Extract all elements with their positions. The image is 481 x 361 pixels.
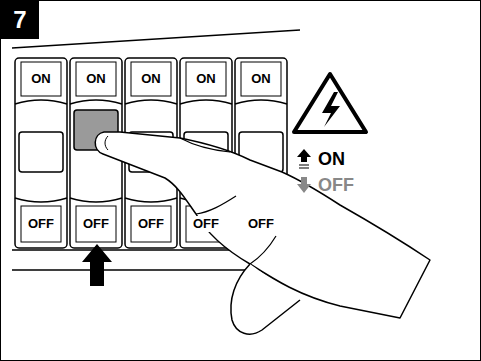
legend-row: ON bbox=[296, 146, 354, 172]
down-arrow-icon bbox=[296, 174, 312, 196]
legend-text: ON bbox=[318, 149, 345, 170]
on-label: ON bbox=[84, 71, 108, 87]
up-arrow-icon bbox=[296, 148, 312, 170]
legend-text: OFF bbox=[318, 175, 354, 196]
off-label: OFF bbox=[26, 216, 56, 232]
on-label: ON bbox=[139, 71, 163, 87]
legend: ON OFF bbox=[296, 146, 354, 198]
warning-symbol bbox=[294, 74, 366, 132]
on-label: ON bbox=[194, 71, 218, 87]
on-label: ON bbox=[29, 71, 53, 87]
step-number: 7 bbox=[13, 6, 26, 34]
off-label: OFF bbox=[191, 216, 221, 232]
off-label: OFF bbox=[81, 216, 111, 232]
hand bbox=[95, 132, 430, 334]
on-label: ON bbox=[249, 71, 273, 87]
push-arrow bbox=[82, 244, 112, 286]
step-number-box: 7 bbox=[1, 1, 39, 39]
off-label: OFF bbox=[136, 216, 166, 232]
off-label: OFF bbox=[246, 216, 276, 232]
legend-row: OFF bbox=[296, 172, 354, 198]
